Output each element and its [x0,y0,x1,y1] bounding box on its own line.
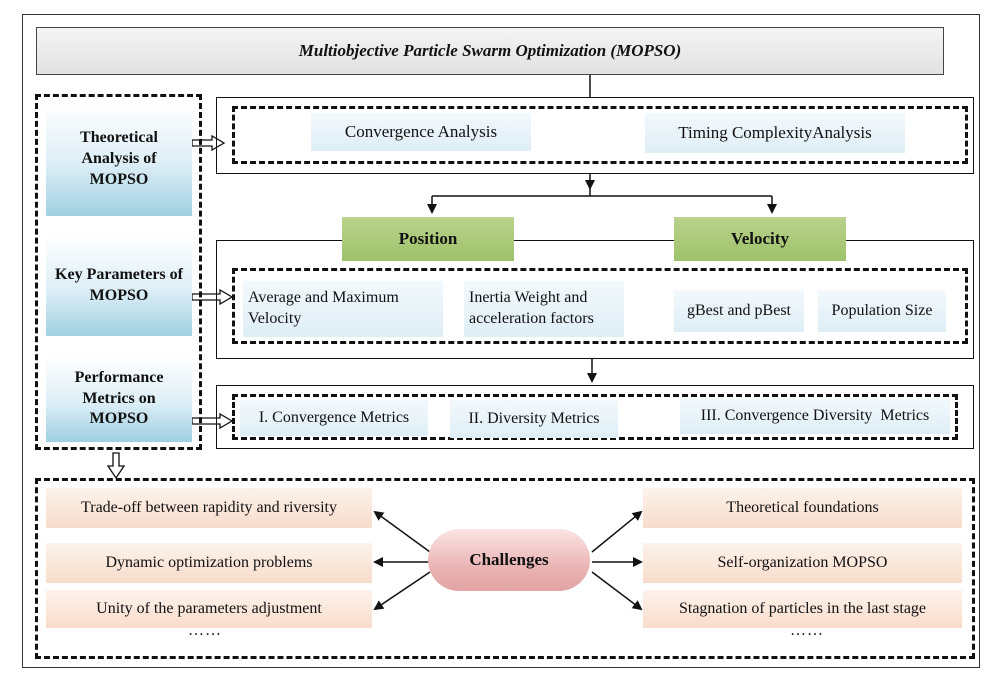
population-size-box: Population Size [818,290,946,332]
analysis-dashed-group [232,106,968,164]
theoretical-analysis-box: Theoretical Analysis of MOPSO [46,103,192,216]
page-title: Multiobjective Particle Swarm Optimizati… [36,27,944,75]
convergence-diversity-metrics-box: III. Convergence Diversity Metrics [680,398,950,434]
challenge-left-ellipsis: …… [188,622,222,639]
parameters-section [216,240,974,359]
diversity-metrics-label: II. Diversity Metrics [468,409,600,427]
theoretical-analysis-label: Theoretical Analysis of MOPSO [80,129,158,188]
timing-complexity-box: Timing ComplexityAnalysis [645,113,905,153]
challenge-left-2-label: Dynamic optimization problems [105,554,313,571]
challenges-center: Challenges [428,529,590,591]
position-box: Position [342,217,514,261]
convergence-diversity-metrics-label: III. Convergence Diversity Metrics [700,406,930,424]
key-parameters-label: Key Parameters of MOPSO [55,266,183,304]
gbest-pbest-box: gBest and pBest [674,290,804,332]
title-text: Multiobjective Particle Swarm Optimizati… [298,41,682,60]
population-size-label: Population Size [831,301,933,319]
challenge-right-3: Stagnation of particles in the last stag… [643,590,962,628]
challenge-right-ellipsis: …… [790,622,824,639]
challenge-right-2-label: Self-organization MOPSO [717,554,888,571]
challenge-left-3-label: Unity of the parameters adjustment [96,600,322,617]
analysis-section [216,97,974,174]
challenge-right-2: Self-organization MOPSO [643,543,962,583]
challenge-right-3-label: Stagnation of particles in the last stag… [678,600,927,617]
convergence-metrics-box: I. Convergence Metrics [240,400,428,436]
convergence-analysis-box: Convergence Analysis [311,113,531,151]
gbest-pbest-label: gBest and pBest [687,301,791,319]
key-parameters-box: Key Parameters of MOPSO [46,236,192,336]
performance-metrics-label: Performance Metrics on MOPSO [74,368,164,428]
timing-complexity-label: Timing ComplexityAnalysis [678,122,872,142]
position-label: Position [398,229,458,248]
left-panel [35,94,202,450]
parameters-dashed-group [232,268,968,344]
challenge-left-3: Unity of the parameters adjustment [46,590,372,628]
metrics-section [216,385,974,449]
challenge-right-1: Theoretical foundations [643,488,962,528]
challenge-right-1-label: Theoretical foundations [726,499,879,516]
challenges-center-label: Challenges [469,550,549,569]
avg-max-velocity-box: Average and Maximum Velocity [243,281,443,337]
challenges-dashed-group [35,478,975,659]
convergence-metrics-label: I. Convergence Metrics [258,408,410,426]
velocity-label: Velocity [731,229,789,248]
performance-metrics-box: Performance Metrics on MOPSO [46,356,192,442]
outer-frame [22,14,980,668]
challenge-left-2: Dynamic optimization problems [46,543,372,583]
challenge-left-1: Trade-off between rapidity and riversity [46,488,372,528]
velocity-box: Velocity [674,217,846,261]
avg-max-velocity-label: Average and Maximum Velocity [248,289,399,327]
inertia-weight-label: Inertia Weight and acceleration factors [469,289,594,327]
convergence-analysis-label: Convergence Analysis [344,121,498,141]
diversity-metrics-box: II. Diversity Metrics [450,400,618,438]
metrics-dashed-group [232,394,958,440]
challenge-left-1-label: Trade-off between rapidity and riversity [81,499,337,516]
inertia-weight-box: Inertia Weight and acceleration factors [464,281,624,337]
